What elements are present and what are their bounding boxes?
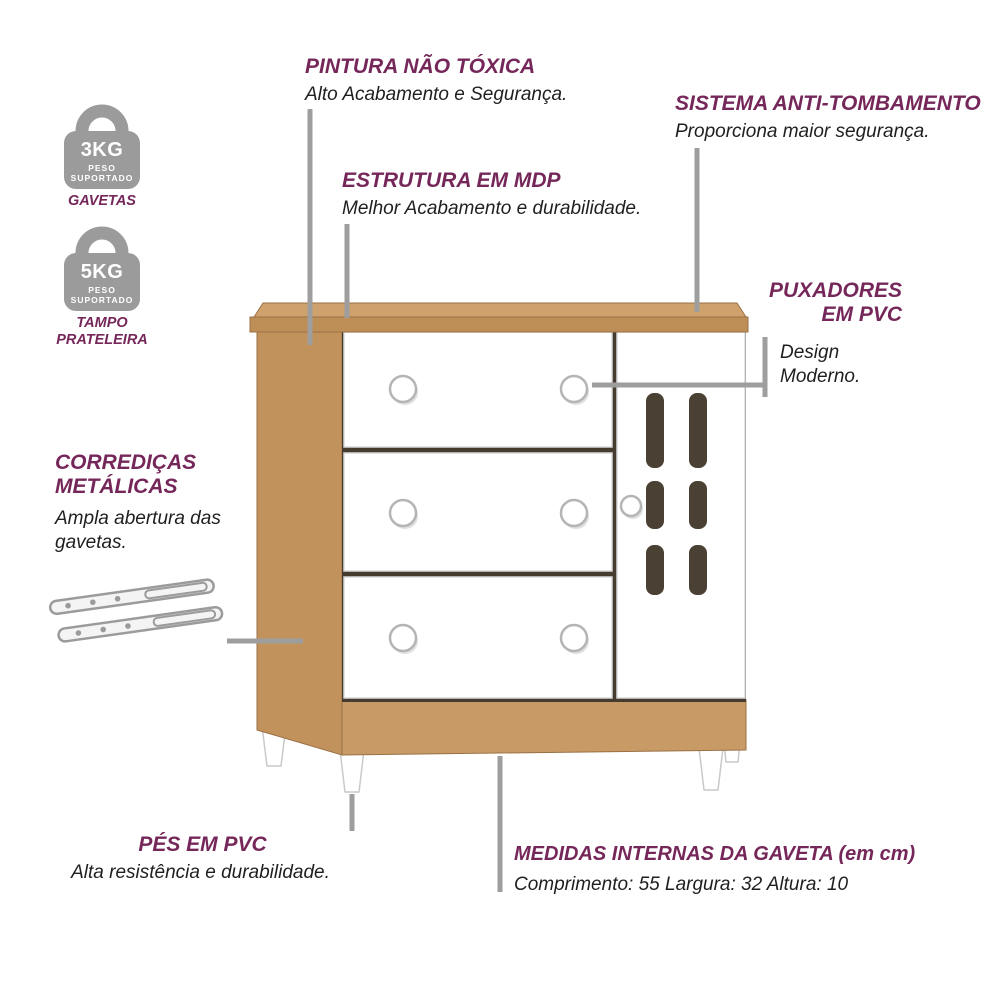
- callout-estrutura-subtitle: Melhor Acabamento e durabilidade.: [342, 198, 642, 219]
- badge-3kg-caption: GAVETAS: [68, 193, 136, 209]
- callout-puxadores-subtitle: Design Moderno.: [780, 342, 861, 388]
- badge-5kg-caption: TAMPO PRATELEIRA: [56, 315, 148, 348]
- badge-5kg-value: 5KG: [80, 261, 124, 283]
- badge-5kg-line2: SUPORTADO: [70, 295, 134, 305]
- drawer-slide-icon: [48, 578, 224, 643]
- callout-estrutura-title: ESTRUTURA EM MDP: [342, 169, 561, 192]
- callout-medidas-subtitle: Comprimento: 55 Largura: 32 Altura: 10: [514, 874, 849, 895]
- callout-lines: [227, 109, 768, 892]
- callout-pintura-title: PINTURA NÃO TÓXICA: [305, 55, 536, 78]
- weight-3kg-icon: [64, 104, 140, 189]
- dresser-illustration: [249, 302, 749, 793]
- drawer-knobs: [388, 374, 643, 654]
- door-slots: [646, 393, 707, 595]
- callout-corredicas-title: CORREDIÇAS METÁLICAS: [55, 451, 197, 498]
- weight-5kg-icon: [64, 226, 140, 311]
- callout-corredicas-subtitle: Ampla abertura das gavetas.: [55, 508, 221, 554]
- callout-sistema-subtitle: Proporciona maior segurança.: [675, 121, 930, 142]
- badge-3kg-line1: PESO: [88, 163, 116, 173]
- callout-pes-title: PÉS EM PVC: [138, 833, 267, 856]
- callout-medidas-title: MEDIDAS INTERNAS DA GAVETA (em cm): [514, 843, 916, 865]
- callout-pes-subtitle: Alta resistência e durabilidade.: [71, 862, 330, 883]
- callout-puxadores-title: PUXADORES EM PVC: [768, 279, 902, 326]
- callout-sistema-title: SISTEMA ANTI-TOMBAMENTO: [675, 92, 981, 115]
- badge-3kg-value: 3KG: [80, 139, 124, 161]
- badge-5kg-line1: PESO: [88, 285, 116, 295]
- callout-pintura-subtitle: Alto Acabamento e Segurança.: [305, 84, 568, 105]
- badge-3kg-line2: SUPORTADO: [70, 173, 134, 183]
- dresser-door: [616, 331, 746, 699]
